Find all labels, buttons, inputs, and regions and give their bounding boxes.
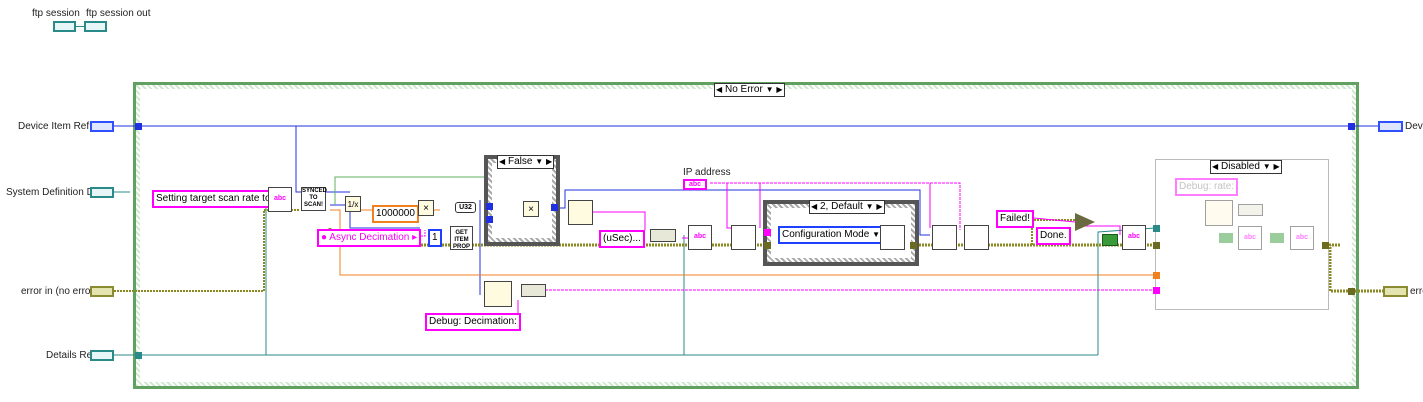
system-definition-dir-terminal[interactable] [90,187,114,198]
tunnel [910,242,917,249]
next-case-icon[interactable]: ▶ [1273,162,1280,171]
concat-string-node-2[interactable]: abc [688,225,712,250]
format-into-string-disabled [1205,200,1233,226]
debug-decimation-constant[interactable]: Debug: Decimation: [425,313,521,331]
select-node[interactable] [1075,213,1095,231]
tunnel [1322,242,1329,249]
failed-constant[interactable]: Failed! [996,210,1035,228]
multiply-node-inner[interactable]: × [523,201,539,217]
format-into-string-debug[interactable] [484,281,512,307]
set-mode-subvi-1[interactable] [731,225,756,250]
ftp-session-wire [76,26,84,27]
tunnel [135,123,142,130]
details-ref-label: Details Ref [46,350,95,361]
tunnel [1348,288,1355,295]
error-out-label: erro [1410,286,1423,297]
device-item-ref-in-terminal[interactable] [90,121,114,132]
device-item-ref-out-terminal[interactable] [1378,121,1403,132]
error-out-terminal[interactable] [1383,286,1408,297]
device-item-ref-out-label: Devi [1405,121,1423,132]
deploy-subvi[interactable] [964,225,989,250]
dropdown-icon[interactable]: ▼ [872,230,880,239]
tunnel [551,204,558,211]
system-definition-dir-label: System Definition Dir [6,187,100,198]
true-constant[interactable] [1102,234,1118,246]
disabled-case-selector[interactable]: ◀ Disabled ▼ ▶ [1210,160,1282,174]
concatenate-strings-node[interactable]: abc [268,187,292,212]
next-case-icon[interactable]: ▶ [546,157,553,166]
to-u32-node[interactable]: U32 [455,202,476,213]
ftp-session-label: ftp session [32,8,80,19]
decimation-case-selector[interactable]: ◀ False ▼ ▶ [497,155,555,169]
synced-to-scan-subvi[interactable]: SYNCED TO SCAN! [301,187,327,211]
usec-constant[interactable]: (uSec)... [599,230,645,248]
get-item-prop-subvi[interactable]: GET ITEM PROP [450,226,473,250]
ftp-session-out-label: ftp session out [86,8,151,19]
done-constant[interactable]: Done. [1036,227,1071,245]
concatenate-node-disabled [1238,204,1263,216]
million-constant[interactable]: 1000000 [372,205,419,223]
tunnel [1348,123,1355,130]
wire-device-ref-branch [295,126,350,193]
prev-case-icon[interactable]: ◀ [716,85,723,94]
true-constant-disabled [1219,233,1233,243]
wire-error-out [1328,243,1383,293]
concat-string-disabled-1: abc [1238,226,1262,250]
set-mode-subvi-2[interactable] [880,225,905,250]
prev-case-icon[interactable]: ◀ [499,157,506,166]
error-in-label: error in (no error) [21,286,98,297]
globe-icon: ● [321,232,328,243]
tunnel [486,203,493,210]
one-constant[interactable]: 1 [428,229,442,247]
error-in-terminal[interactable] [90,286,114,297]
prev-case-icon[interactable]: ◀ [811,202,818,211]
reciprocal-node[interactable]: 1/x [345,196,361,212]
prev-case-icon[interactable]: ◀ [1212,162,1219,171]
tunnel [1153,225,1160,232]
ftp-session-out-terminal[interactable] [84,21,107,32]
ip-address-terminal[interactable]: abc [683,179,707,190]
wait-subvi[interactable] [932,225,957,250]
next-case-icon[interactable]: ▶ [876,202,883,211]
concatenate-node-debug[interactable] [521,284,546,297]
concatenate-node[interactable] [650,229,676,242]
concat-string-node-3[interactable]: abc [1122,225,1146,250]
tunnel [1153,287,1160,294]
next-case-icon[interactable]: ▶ [776,85,783,94]
true-constant-disabled-2 [1270,233,1284,243]
format-into-string-node[interactable] [568,200,593,225]
tunnel [486,216,493,223]
tunnel [1153,272,1160,279]
configuration-mode-enum[interactable]: Configuration Mode ▼ [778,226,884,244]
wire-string [593,211,646,230]
ftp-session-terminal[interactable] [53,21,76,32]
device-item-ref-in-label: Device Item Ref in [18,121,100,132]
multiply-node[interactable]: × [418,200,434,216]
outer-case-selector[interactable]: ◀ No Error ▼ ▶ [714,83,785,97]
debug-rate-constant: Debug: rate: [1175,178,1239,196]
mode-case-selector[interactable]: ◀ 2, Default ▼ ▶ [809,200,885,214]
async-decimation-property[interactable]: ● Async Decimation ▸ [317,229,422,247]
scan-rate-message-constant[interactable]: Setting target scan rate to [152,190,275,208]
concat-string-disabled-2: abc [1290,226,1314,250]
ip-address-label: IP address [683,167,731,178]
decimation-case-structure[interactable] [484,155,560,246]
details-ref-terminal[interactable] [90,350,114,361]
tunnel [764,229,771,236]
tunnel [135,352,142,359]
tunnel [1153,242,1160,249]
tunnel [764,242,771,249]
